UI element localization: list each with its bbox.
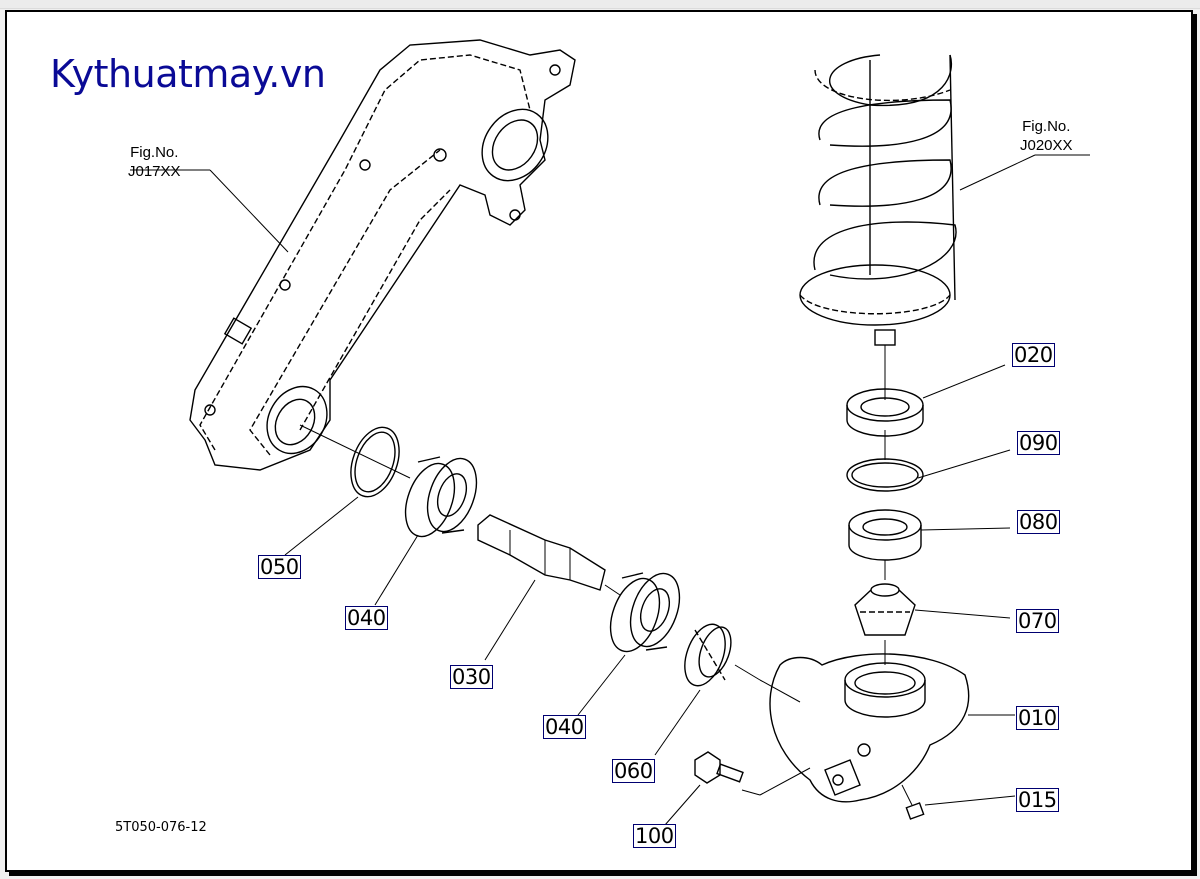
part-030-shaft: [477, 514, 621, 661]
figure-ref-label: Fig.No.: [130, 144, 179, 161]
callout-015[interactable]: 015: [1016, 788, 1059, 812]
part-100-bolt: [664, 751, 811, 826]
gear-case-housing: [130, 39, 576, 471]
part-050-snap-ring: [284, 424, 411, 556]
part-010-gearbox: [759, 653, 1015, 803]
callout-090[interactable]: 090: [1017, 431, 1060, 455]
part-090-snap-ring: [846, 430, 1011, 492]
callout-050[interactable]: 050: [258, 555, 301, 579]
auger-screw: [799, 54, 1090, 400]
callout-080[interactable]: 080: [1017, 510, 1060, 534]
figure-ref-j020xx[interactable]: Fig.No. J020XX: [1020, 117, 1073, 155]
part-060-bevel-gear: [654, 623, 761, 756]
figure-ref-number: J020XX: [1020, 137, 1073, 154]
part-015-plug: [901, 784, 1016, 820]
callout-070[interactable]: 070: [1016, 609, 1059, 633]
callout-060[interactable]: 060: [612, 759, 655, 783]
drawing-code: 5T050-076-12: [115, 820, 207, 835]
diagram-frame: [5, 10, 1193, 872]
callout-040-right[interactable]: 040: [543, 715, 586, 739]
callout-100[interactable]: 100: [633, 824, 676, 848]
figure-ref-j017xx[interactable]: Fig.No. J017XX: [128, 143, 181, 181]
part-080-bearing: [848, 509, 1011, 580]
figure-ref-number: J017XX: [128, 163, 181, 180]
watermark-logo: Kythuatmay.vn: [50, 52, 326, 96]
callout-020[interactable]: 020: [1012, 343, 1055, 367]
part-040-bearing-left: [374, 456, 478, 606]
window-top-bar: [0, 0, 1200, 9]
part-020-seal: [846, 364, 1006, 437]
part-040-bearing-right: [577, 572, 681, 716]
callout-040-left[interactable]: 040: [345, 606, 388, 630]
part-070-bevel-gear: [854, 583, 1011, 665]
callout-030[interactable]: 030: [450, 665, 493, 689]
figure-ref-label: Fig.No.: [1022, 118, 1071, 135]
callout-010[interactable]: 010: [1016, 706, 1059, 730]
